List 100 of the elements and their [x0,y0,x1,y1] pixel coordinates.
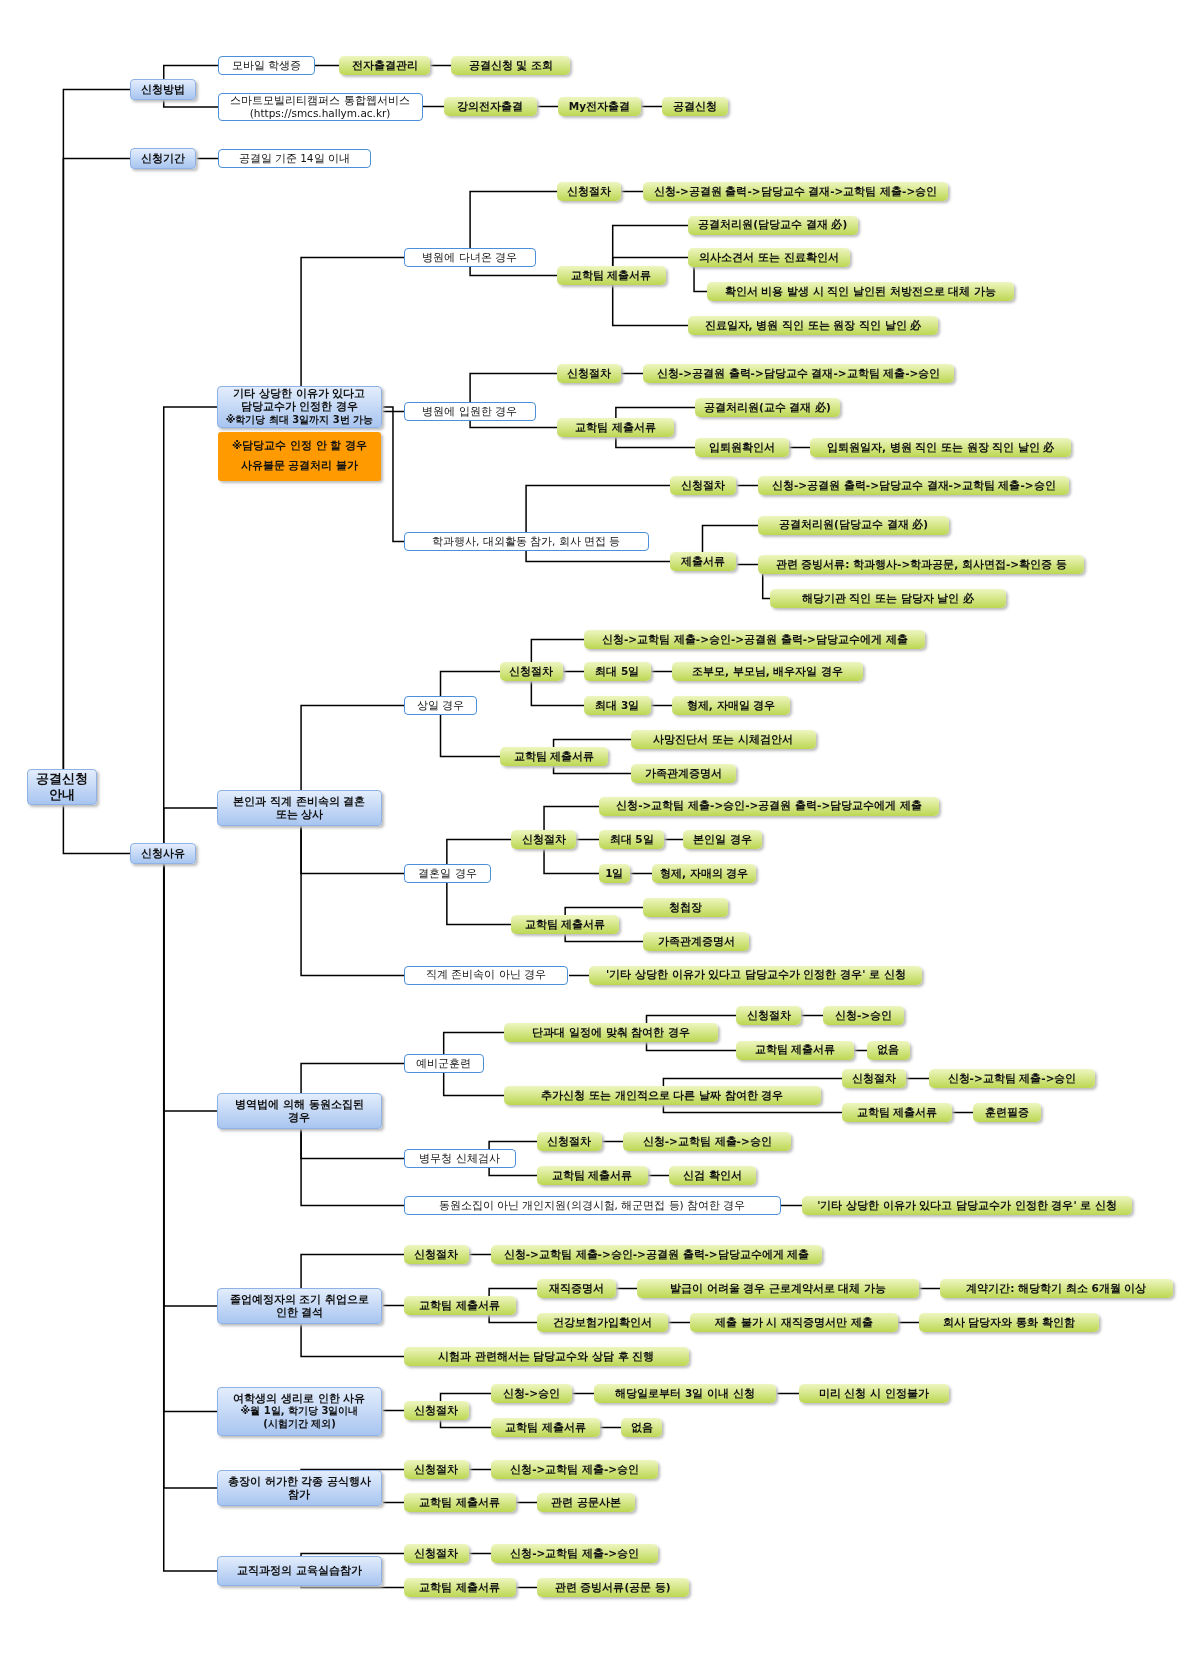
topic-box: 동원소집이 아닌 개인지원(의경시험, 해군면접 등) 참여한 경우 [403,1195,781,1215]
topic-box: 공결일 기준 14일 이내 [217,148,371,168]
item-box: 교학팀 제출서류 [511,914,620,934]
connector-line [382,1304,405,1307]
connector-line [439,670,501,697]
topic-box: 병원에 입원한 경우 [403,402,536,422]
item-box: 신청절차 [403,1459,469,1479]
item-box: 교학팀 제출서류 [536,1166,648,1186]
connector-line [640,105,663,108]
connector-line [620,372,644,375]
item-box: 발급이 어려울 경우 근로계약서로 대체 가능 [637,1279,920,1299]
topic-box: 병원에 다녀온 경우 [403,248,536,268]
item-box: 관련 증빙서류: 학과행사->학과공문, 회사면접->확인증 등 [758,554,1084,574]
category-box: 신청기간 [129,147,197,169]
item-box: 1일 [598,864,630,884]
topic-box: 스마트모빌리티캠퍼스 통합웹서비스 (https://smcs.hallym.ac.kr) [217,92,423,122]
category-box [216,1387,383,1436]
connector-line [439,1419,492,1429]
connector-line [736,484,759,487]
item-box: 공결처리원(교수 결재 必) [695,398,840,418]
item-box: 최대 5일 [584,662,651,682]
item-box: 교학팀 제출서류 [499,746,609,766]
connector-line [439,714,501,758]
item-box: 신청절차 [556,181,622,201]
item-box: '기타 상당한 이유가 있다고 담당교수가 인정한 경우' 로 신청 [589,965,923,985]
connector-line [662,1104,843,1114]
item-box: 신청->교학팀 제출->승인->공결원 출력->담당교수에게 제출 [598,796,940,816]
item-box: 신청절차 [511,830,576,850]
connector-line [611,284,689,327]
connector-line [163,99,219,108]
connector-line [780,1204,803,1207]
connector-line [536,105,559,108]
connector-line [382,410,405,413]
connector-line [799,1014,824,1017]
item-box: 교학팀 제출서류 [403,1296,516,1316]
connector-line [564,933,644,943]
note-text: ※월 1일, 학기당 3일이내 [240,1405,359,1418]
item-box: 신검 확인서 [668,1166,757,1186]
connector-line [446,882,512,926]
item-box: 없음 [867,1040,910,1060]
connector-line [645,1014,737,1024]
item-box: 신청->교학팀 제출->승인 [491,1544,659,1564]
item-box: 조부모, 부모님, 배우자일 경우 [671,662,864,682]
item-box: 진료일자, 병원 직인 또는 원장 직인 날인 必 [687,315,939,335]
item-box: 해당일로부터 3일 이내 신청 [593,1383,777,1403]
connector-line [469,266,558,277]
item-box: 교학팀 제출서류 [403,1492,516,1512]
item-box: 신청->공결원 출력->담당교수 결재->교학팀 제출->승인 [758,476,1070,496]
topic-box: 상일 경우 [403,696,478,716]
item-box: 신청절차 [669,476,737,496]
item-box: 계약기간: 해당학기 최소 6개월 이상 [940,1279,1173,1299]
item-box: 제출 불가 시 재직증명서만 제출 [689,1313,898,1333]
connector-line [163,64,219,80]
item-box: 제출서류 [669,552,737,572]
item-box: 의사소견서 또는 진료확인서 [687,248,851,268]
connector-line [552,738,632,748]
item-box: 교학팀 제출서류 [403,1578,516,1598]
connector-line [300,825,405,977]
item-box: 신청->승인 [491,1383,572,1403]
connector-line [552,765,632,775]
topic-box: 병무청 신체검사 [403,1149,516,1169]
connector-line [562,670,585,673]
connector-line [525,484,671,533]
connector-line [574,838,600,841]
item-box: 신청->승인 [822,1005,905,1025]
connector-line [736,563,759,566]
box-title: 기타 상당한 이유가 있다고 담당교수가 인정한 경우 [232,387,367,414]
category-box: 신청방법 [129,79,197,101]
connector-line [620,190,644,193]
item-box: 최대 5일 [598,830,665,850]
note-text: ※학기당 최대 3일까지 3번 가능 [225,413,374,427]
item-box: 공결신청 및 조회 [451,56,571,75]
item-box: 가족관계증명서 [630,763,737,783]
item-box: 신청절차 [536,1132,603,1152]
item-box: 교학팀 제출서류 [491,1417,600,1437]
item-box: 입퇴원확인서 [695,438,790,458]
note-text: (시험기간 제외) [263,1417,336,1431]
connector-line [422,105,445,108]
connector-line [442,1031,505,1055]
item-box: 입퇴원일자, 병원 직인 또는 원장 직인 날인 必 [810,438,1072,458]
connector-line [693,266,708,293]
item-box: 신청절차 [736,1005,801,1025]
connector-line [300,704,405,791]
item-box: 신청->교학팀 제출->승인->공결원 출력->담당교수에게 제출 [584,629,926,649]
topic-box: 예비군훈련 [403,1054,484,1074]
item-box: 추가신청 또는 개인적으로 다른 날짜 참여한 경우 [503,1085,821,1105]
connector-line [525,550,671,563]
category-box: 신청사유 [129,843,197,865]
item-box: 신청->공결원 출력->담당교수 결재->교학팀 제출->승인 [643,364,954,384]
topic-box: 결혼일 경우 [403,864,492,884]
connector-line [701,524,759,553]
connector-line [776,1392,800,1395]
connector-line [650,704,673,707]
item-box: 회사 담당자와 통화 확인함 [919,1313,1099,1333]
item-box: 건강보험가입확인서 [536,1313,668,1333]
item-box: 신청->교학팀 제출->승인->공결원 출력->담당교수에게 제출 [491,1245,822,1265]
connector-line [615,436,696,449]
connector-line [429,64,452,67]
connector-line [601,1140,624,1143]
item-box: 교학팀 제출서류 [556,266,666,286]
